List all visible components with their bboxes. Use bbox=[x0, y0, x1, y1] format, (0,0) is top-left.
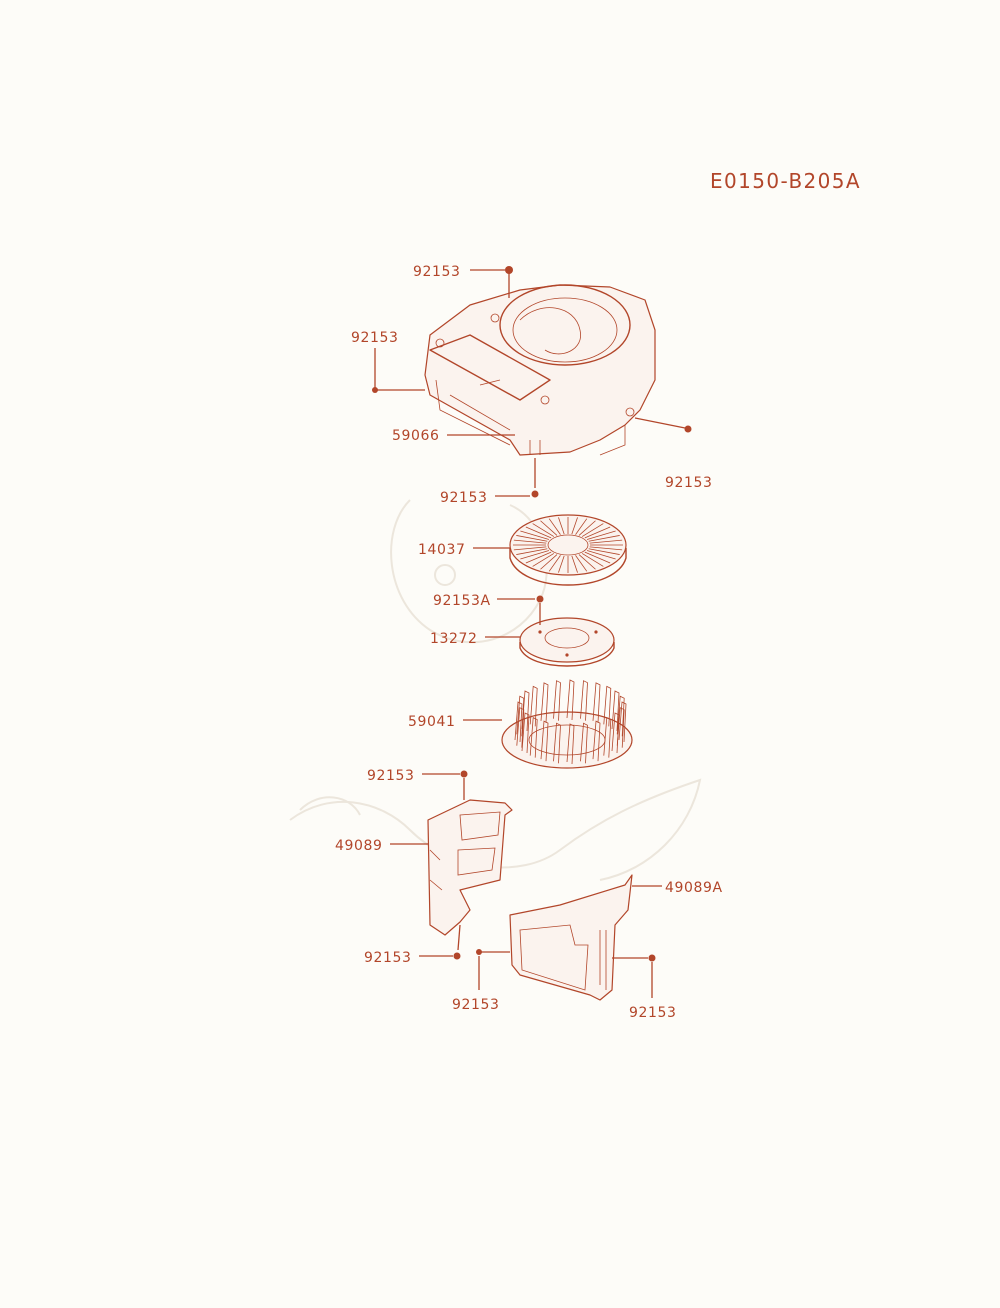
screen-rib bbox=[586, 550, 616, 560]
screen-rib bbox=[581, 523, 604, 537]
bolt-icon bbox=[453, 952, 461, 960]
fan-blade bbox=[603, 685, 612, 727]
svg-text:92153: 92153 bbox=[440, 490, 488, 506]
fan-blade bbox=[616, 695, 625, 737]
screen-rib bbox=[584, 551, 611, 564]
screen-rib bbox=[589, 546, 623, 551]
fan-blade bbox=[611, 712, 620, 754]
svg-text:92153: 92153 bbox=[364, 950, 412, 966]
fan-blade bbox=[603, 716, 612, 758]
screen-rib bbox=[525, 551, 552, 564]
svg-text:49089: 49089 bbox=[335, 838, 383, 854]
callout-13272: 13272 bbox=[430, 631, 520, 647]
fan-blade bbox=[580, 722, 588, 764]
fan-blade bbox=[611, 690, 620, 732]
callout-92153-shroud-right: 92153 bbox=[612, 954, 677, 1021]
svg-text:92153: 92153 bbox=[367, 768, 415, 784]
screen-rib bbox=[589, 539, 623, 544]
svg-text:13272: 13272 bbox=[430, 631, 478, 647]
screen-rib bbox=[548, 555, 561, 572]
svg-text:92153: 92153 bbox=[629, 1005, 677, 1021]
rotating-screen-part bbox=[509, 514, 627, 586]
screen-rib bbox=[578, 554, 596, 570]
screen-rib bbox=[532, 553, 555, 567]
svg-text:92153: 92153 bbox=[413, 264, 461, 280]
screen-rib bbox=[513, 539, 547, 544]
cooling-fan-part bbox=[501, 679, 633, 769]
screen-rib bbox=[532, 523, 555, 537]
screen-rib bbox=[588, 535, 620, 542]
screen-rib bbox=[525, 526, 552, 539]
fan-blade bbox=[580, 680, 588, 721]
callout-49089A: 49089A bbox=[632, 880, 723, 896]
callout-92153-right: 92153 bbox=[634, 417, 713, 491]
screen-rib bbox=[516, 548, 548, 555]
callout-92153A: 92153A bbox=[433, 593, 544, 625]
screen-rib bbox=[540, 520, 558, 536]
screen-rib bbox=[586, 530, 616, 540]
screen-rib bbox=[581, 553, 604, 567]
bolt-icon bbox=[372, 387, 378, 393]
fan-blade bbox=[566, 679, 575, 721]
callout-92153-shroud-mid: 92153 bbox=[452, 949, 510, 1013]
flywheel-plate-part bbox=[519, 617, 615, 667]
callout-14037: 14037 bbox=[418, 542, 510, 558]
svg-text:92153: 92153 bbox=[351, 330, 399, 346]
bolt-icon bbox=[476, 949, 482, 955]
callout-92153-shroud-left: 92153 bbox=[364, 924, 461, 966]
fan-blade bbox=[514, 701, 523, 743]
shroud-part bbox=[427, 799, 513, 936]
fan-blade bbox=[566, 723, 575, 765]
fan-blade bbox=[529, 716, 538, 758]
svg-text:92153: 92153 bbox=[452, 997, 500, 1013]
screen-rib bbox=[520, 530, 550, 540]
screen-rib bbox=[578, 520, 596, 536]
fan-blade bbox=[521, 712, 530, 754]
callout-59041: 59041 bbox=[408, 714, 502, 730]
callout-59066: 59066 bbox=[392, 428, 515, 444]
fan-blade bbox=[540, 682, 549, 723]
callout-92153-top: 92153 bbox=[413, 264, 513, 298]
screen-rib bbox=[548, 518, 561, 535]
svg-text:49089A: 49089A bbox=[665, 880, 723, 896]
screen-rib bbox=[516, 535, 548, 542]
screen-rib bbox=[520, 550, 550, 560]
screen-rib bbox=[558, 555, 565, 573]
svg-text:14037: 14037 bbox=[418, 542, 466, 558]
blower-housing-part bbox=[424, 284, 656, 456]
shroud-a-part bbox=[509, 874, 633, 1001]
fan-blade bbox=[592, 682, 601, 723]
screen-rib bbox=[513, 546, 547, 551]
screen-rib bbox=[558, 517, 565, 535]
callout-92153-bottom: 92153 bbox=[440, 458, 539, 506]
bolt-icon bbox=[684, 425, 692, 433]
svg-text:92153A: 92153A bbox=[433, 593, 491, 609]
callout-49089: 49089 bbox=[335, 838, 428, 854]
bolt-icon bbox=[505, 266, 513, 274]
fan-blade bbox=[529, 685, 538, 727]
svg-text:59041: 59041 bbox=[408, 714, 456, 730]
screen-rib bbox=[575, 555, 588, 572]
bolt-icon bbox=[648, 954, 656, 962]
screen-rib bbox=[571, 555, 578, 573]
bolt-icon bbox=[460, 770, 468, 778]
bolt-icon bbox=[536, 595, 544, 603]
screen-rib bbox=[571, 517, 578, 535]
screen-rib bbox=[584, 526, 611, 539]
callout-92153-shroud-top: 92153 bbox=[367, 768, 468, 800]
callout-92153-left: 92153 bbox=[351, 330, 425, 393]
screen-rib bbox=[540, 554, 558, 570]
bolt-icon bbox=[531, 490, 539, 498]
svg-text:92153: 92153 bbox=[665, 475, 713, 491]
drawing-code: E0150-B205A bbox=[710, 169, 861, 193]
fan-blade bbox=[553, 680, 561, 721]
fan-blade bbox=[521, 690, 530, 732]
svg-text:59066: 59066 bbox=[392, 428, 440, 444]
screen-rib bbox=[575, 518, 588, 535]
screen-rib bbox=[588, 548, 620, 555]
fan-blade bbox=[553, 722, 561, 764]
